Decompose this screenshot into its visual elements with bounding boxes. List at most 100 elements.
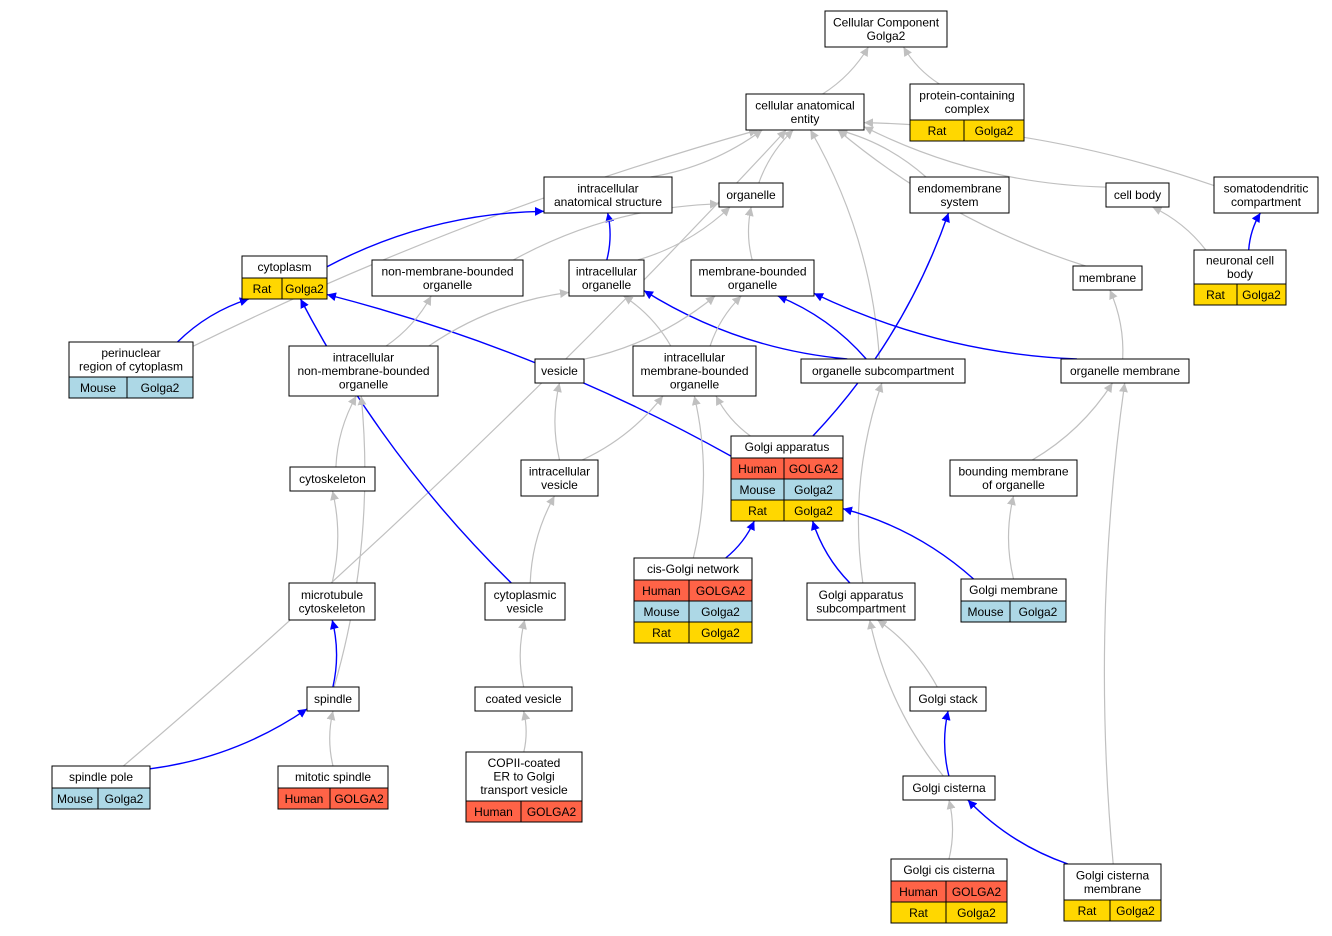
term-label: intracellular	[664, 351, 725, 365]
term-label: coated vesicle	[485, 692, 561, 706]
term-box	[824, 10, 948, 48]
term-label: mitotic spindle	[295, 770, 371, 784]
go-term-spindle[interactable]: spindle	[306, 686, 360, 712]
is-a-edge-io-to-organelle	[637, 206, 731, 261]
term-label: organelle	[339, 378, 389, 392]
gene-cell	[963, 119, 1025, 142]
term-label: organelle subcompartment	[812, 364, 955, 378]
term-label: Golga2	[867, 29, 906, 43]
term-box	[909, 176, 1010, 214]
go-term-cellbody[interactable]: cell body	[1105, 182, 1170, 208]
is-a-edge-gmem-to-bmo	[1007, 495, 1016, 580]
go-term-osub[interactable]: organelle subcompartment	[800, 358, 966, 384]
is-a-edge-perinuc-to-cae	[192, 128, 759, 347]
term-box	[1105, 182, 1170, 208]
gene-label: Golga2	[794, 483, 833, 497]
term-label: cytoplasmic	[494, 588, 557, 602]
term-label: intracellular	[333, 351, 394, 365]
term-label: body	[1227, 267, 1253, 281]
term-label: intracellular	[529, 464, 590, 478]
is-a-edge-pcc-to-cc_root	[902, 46, 940, 85]
is-a-edge-ias-to-cae	[650, 129, 763, 178]
term-label: region of cytoplasm	[79, 359, 183, 373]
term-label: Cellular Component	[833, 15, 940, 29]
part-of-edge-gcmem-to-gcist	[967, 799, 1069, 865]
go-term-organelle[interactable]: organelle	[718, 182, 784, 208]
species-label: Mouse	[57, 792, 93, 806]
term-label: somatodendritic	[1224, 181, 1309, 195]
go-term-membrane[interactable]: membrane	[1072, 265, 1143, 291]
go-term-cytoskel[interactable]: cytoskeleton	[289, 466, 376, 492]
go-term-gcist[interactable]: Golgi cisterna	[902, 775, 996, 801]
term-box	[909, 686, 987, 712]
term-box	[465, 751, 583, 802]
gene-cell	[520, 800, 583, 823]
term-box	[800, 358, 966, 384]
is-a-edge-cae-to-cc_root	[822, 46, 869, 95]
is-a-edge-iv-to-imbo	[581, 395, 664, 461]
is-a-edge-cgn-to-imbo	[691, 395, 705, 559]
term-box	[520, 459, 599, 497]
term-label: spindle	[314, 692, 352, 706]
species-label: Rat	[748, 504, 767, 518]
term-label: vesicle	[541, 364, 578, 378]
go-term-omem[interactable]: organelle membrane	[1060, 358, 1190, 384]
term-label: cytoskeleton	[299, 472, 366, 486]
term-label: endomembrane	[917, 181, 1001, 195]
go-term-coated[interactable]: coated vesicle	[474, 686, 573, 712]
gene-label: Golga2	[1116, 904, 1155, 918]
go-term-vesicle[interactable]: vesicle	[534, 358, 585, 384]
term-label: spindle pole	[69, 770, 133, 784]
term-label: cytoplasm	[257, 260, 311, 274]
term-label: system	[940, 195, 978, 209]
species-label: Rat	[909, 906, 928, 920]
term-label: entity	[791, 112, 820, 126]
part-of-edge-golgi-to-endomem	[812, 212, 950, 437]
term-box	[474, 686, 573, 712]
gene-cell	[97, 787, 151, 810]
go-term-gstack[interactable]: Golgi stack	[909, 686, 987, 712]
term-label: of organelle	[982, 478, 1045, 492]
term-label: subcompartment	[816, 601, 906, 615]
is-a-edge-omem-to-membrane	[1109, 289, 1124, 360]
term-label: bounding membrane	[958, 464, 1068, 478]
part-of-edge-gas-to-golgi	[811, 520, 851, 584]
term-label: Golgi cis cisterna	[903, 863, 995, 877]
gene-label: GOLGA2	[334, 792, 384, 806]
gene-cell	[783, 499, 844, 522]
is-a-edge-imbo-to-mbo	[709, 295, 742, 347]
go-term-inmbo[interactable]: intracellularnon-membrane-boundedorganel…	[288, 345, 439, 397]
is-a-edge-imbo-to-io	[623, 295, 672, 347]
part-of-edge-osub-to-mbo	[777, 295, 867, 360]
is-a-edge-cytoskel-to-inmbo	[335, 395, 357, 468]
is-a-edge-endomem-to-cae	[838, 127, 927, 178]
term-label: organelle membrane	[1070, 364, 1180, 378]
species-label: Rat	[1206, 288, 1225, 302]
